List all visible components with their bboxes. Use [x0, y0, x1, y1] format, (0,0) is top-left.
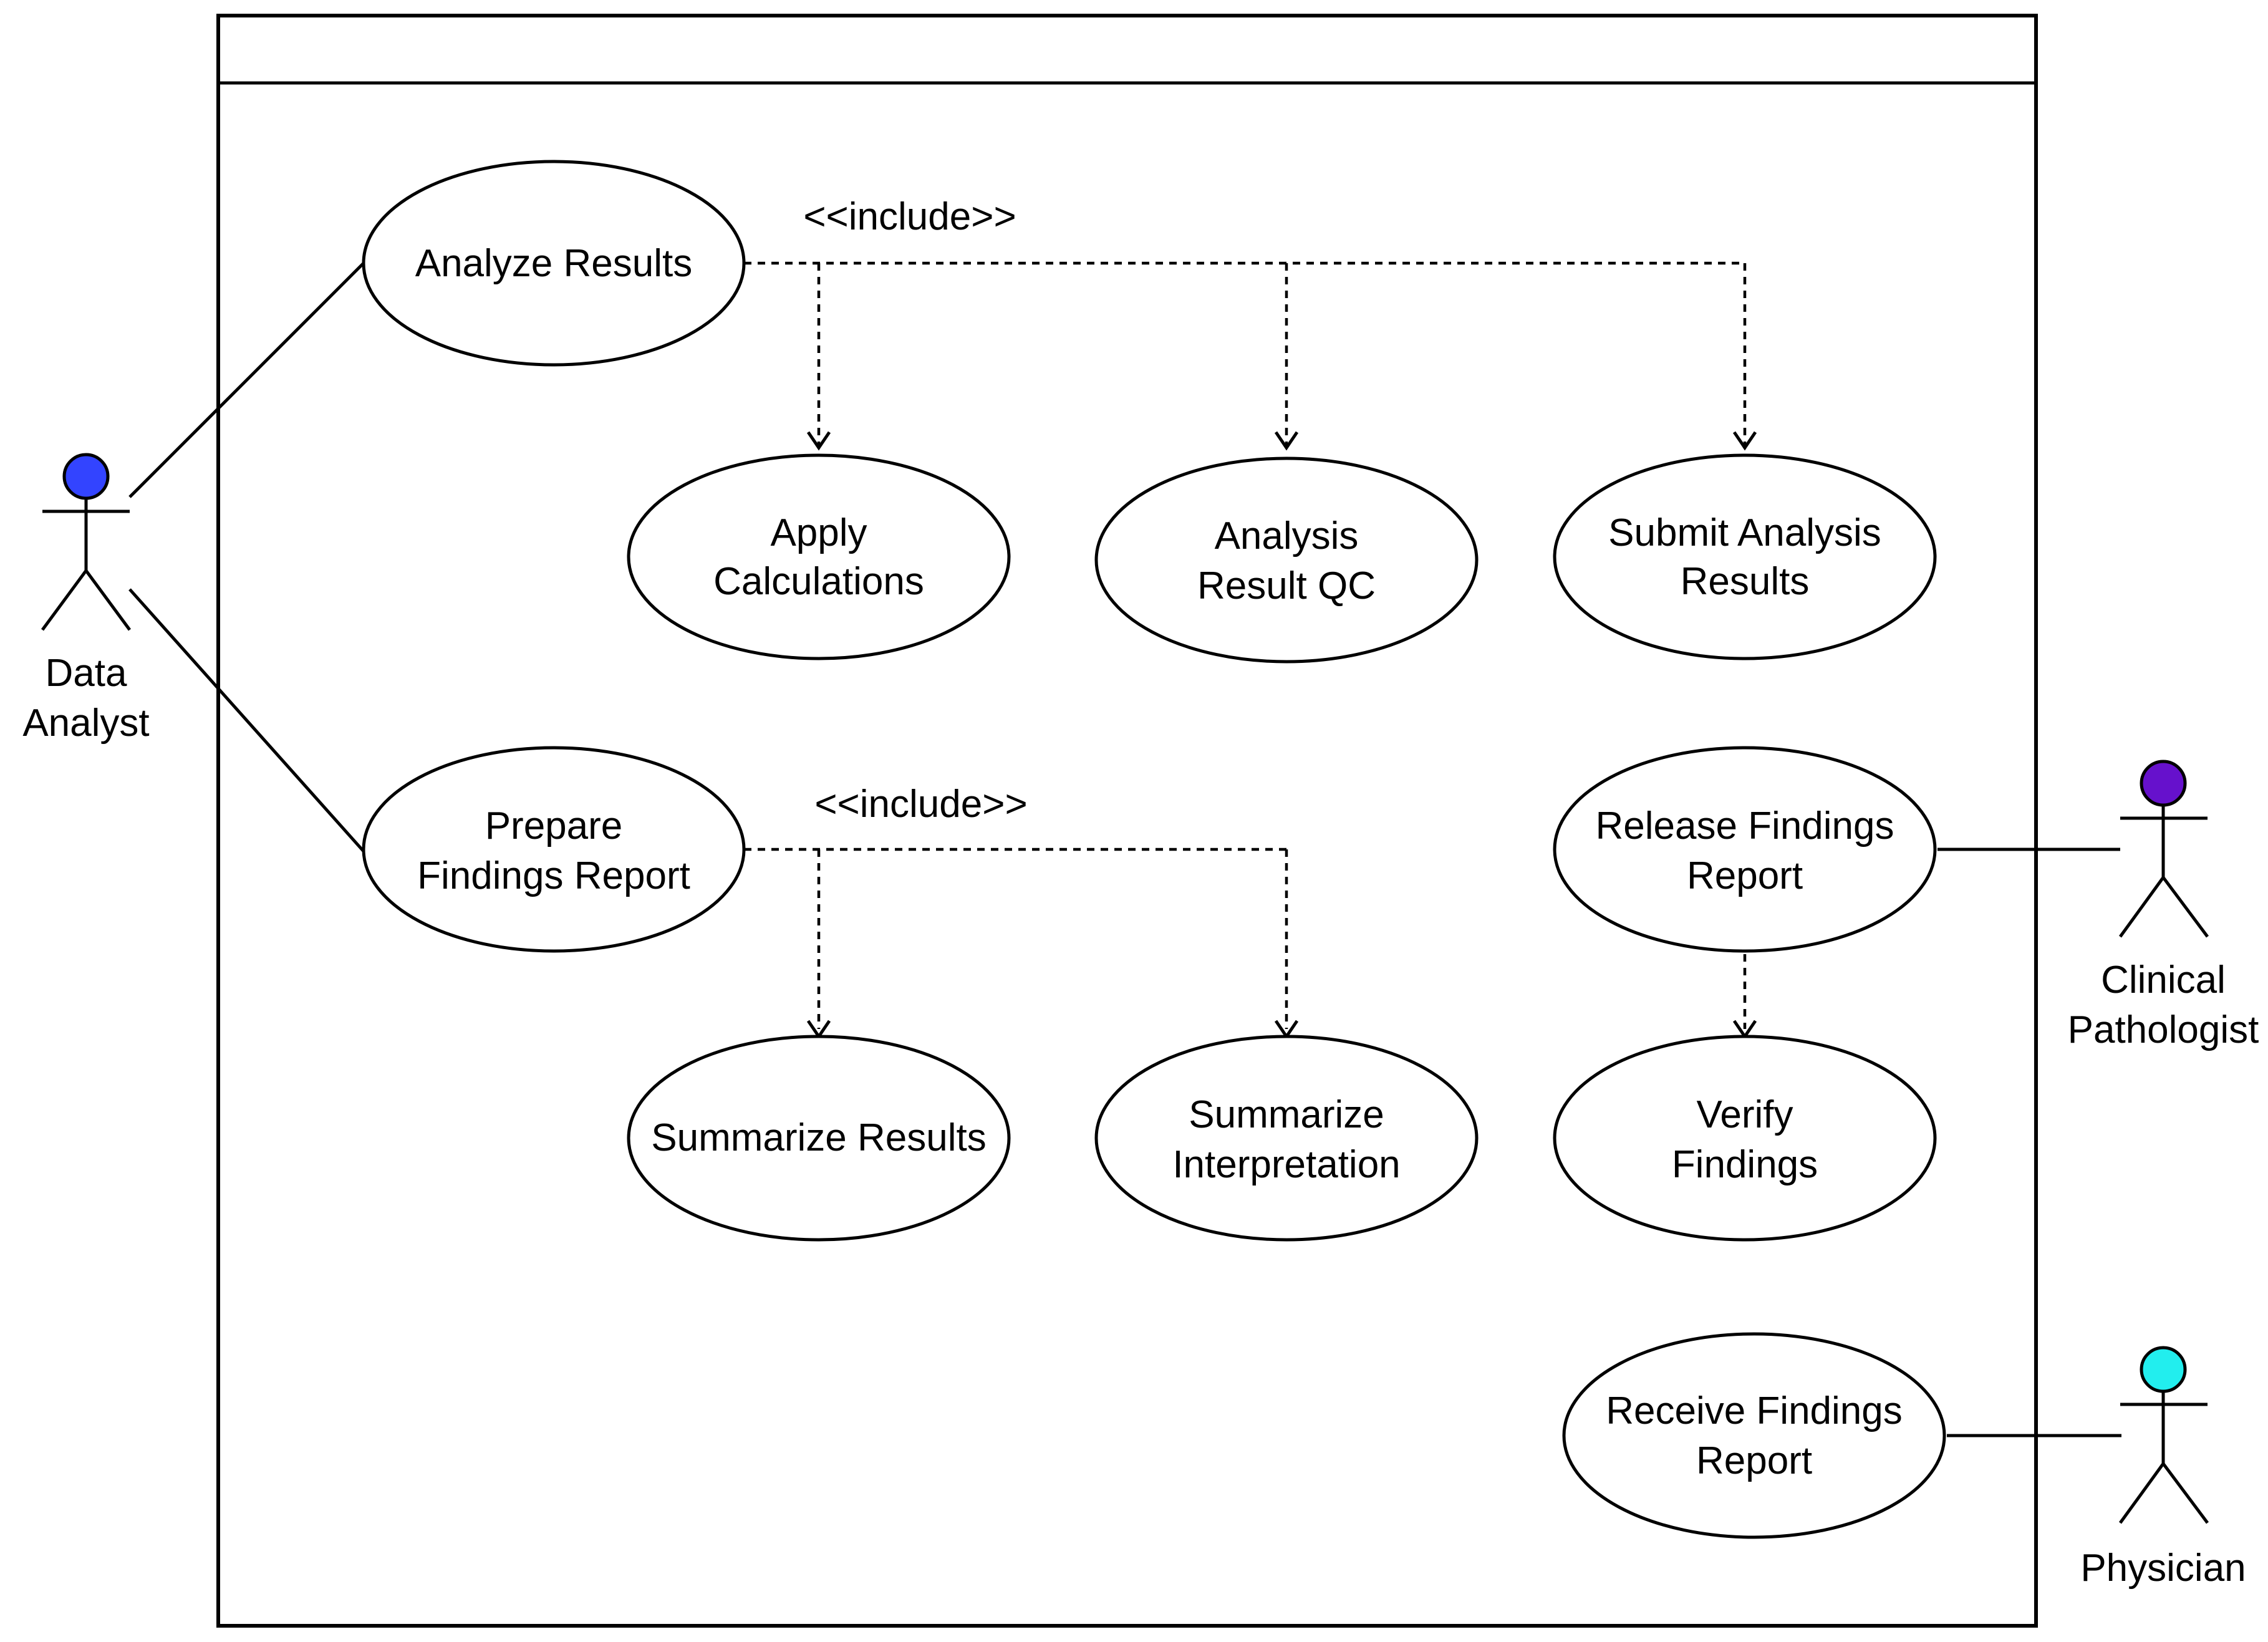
actor-label-line2: Analyst — [22, 702, 149, 745]
use-case-label-line2: Findings Report — [417, 854, 690, 897]
actor-label: Physician — [2080, 1547, 2246, 1590]
use-case-prepare-findings-report[interactable]: Prepare Findings Report — [362, 746, 746, 953]
include-connectors: <<include>> <<include>> — [744, 195, 1757, 1040]
actor-clinical-pathologist[interactable]: Clinical Pathologist — [2068, 760, 2259, 1051]
use-case-summarize-results[interactable]: Summarize Results — [627, 1035, 1011, 1242]
actor-label-line1: Data — [46, 652, 127, 695]
use-case-label-line2: Report — [1696, 1439, 1812, 1482]
arrowhead-icon — [806, 431, 831, 451]
use-case-receive-findings-report[interactable]: Receive Findings Report — [1562, 1332, 1946, 1539]
use-case-submit-analysis-results[interactable]: Submit Analysis Results — [1553, 453, 1937, 660]
use-case-label-line2: Results — [1681, 560, 1810, 603]
associations — [128, 262, 2121, 1437]
use-case-label-line2: Interpretation — [1172, 1143, 1400, 1186]
use-case-label-line1: Receive Findings — [1606, 1389, 1903, 1432]
use-case-label-line1: Submit Analysis — [1608, 511, 1881, 554]
actor-label-line1: Clinical — [2101, 959, 2226, 1002]
use-case-label: Analyze Results — [415, 242, 693, 285]
arrowhead-icon — [1732, 431, 1757, 451]
use-case-label-line1: Prepare — [485, 804, 623, 848]
stick-figure-icon — [2118, 1346, 2209, 1524]
use-case-label: Summarize Results — [651, 1116, 986, 1159]
use-case-label-line1: Verify — [1696, 1093, 1793, 1136]
use-case-label-line2: Calculations — [713, 560, 924, 603]
use-case-label-line2: Findings — [1672, 1143, 1818, 1186]
use-case-label-line1: Summarize — [1189, 1093, 1384, 1136]
use-case-apply-calculations[interactable]: Apply Calculations — [627, 453, 1011, 660]
association-analyst-analyze — [128, 262, 365, 498]
stick-figure-icon — [2118, 760, 2209, 938]
include-stereotype-top: <<include>> — [803, 195, 1016, 238]
use-case-label-line2: Result QC — [1197, 564, 1376, 607]
use-case-release-findings-report[interactable]: Release Findings Report — [1553, 746, 1937, 953]
use-case-verify-findings[interactable]: Verify Findings — [1553, 1035, 1937, 1242]
include-stereotype-bottom: <<include>> — [814, 783, 1027, 826]
use-case-label-line1: Apply — [770, 511, 867, 554]
actor-data-analyst[interactable]: Data Analyst — [22, 453, 150, 745]
actor-label-line2: Pathologist — [2068, 1008, 2259, 1051]
use-case-summarize-interpretation[interactable]: Summarize Interpretation — [1094, 1035, 1479, 1242]
use-case-label-line1: Analysis — [1215, 514, 1359, 558]
stick-figure-icon — [41, 453, 132, 631]
arrowhead-icon — [1274, 431, 1299, 451]
use-case-label-line2: Report — [1687, 854, 1803, 897]
association-analyst-prepare — [128, 588, 365, 852]
use-case-label-line1: Release Findings — [1595, 804, 1894, 848]
actor-physician[interactable]: Physician — [2080, 1346, 2246, 1590]
use-case-analysis-result-qc[interactable]: Analysis Result QC — [1094, 456, 1479, 664]
use-case-analyze-results[interactable]: Analyze Results — [362, 160, 746, 367]
